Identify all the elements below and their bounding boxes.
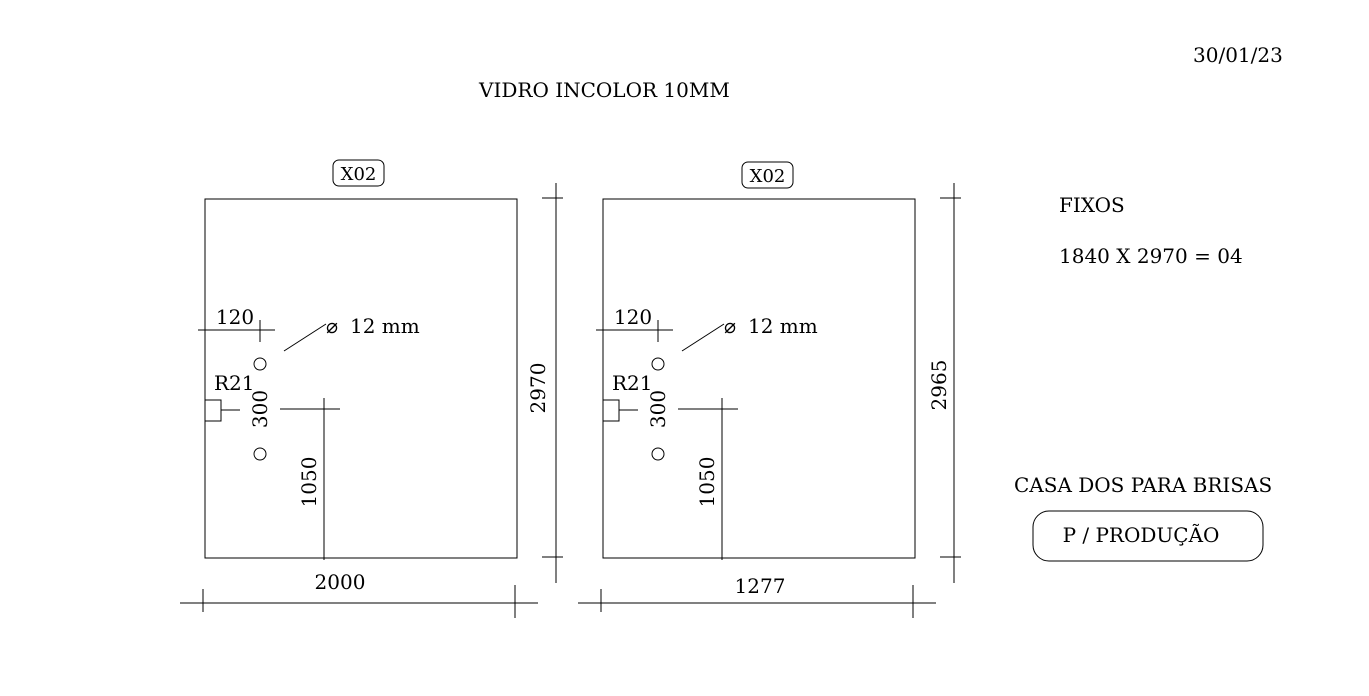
production-stamp-label: P / PRODUÇÃO [1063, 523, 1220, 547]
panel-tag-box [332, 159, 385, 187]
panel-outline [204, 198, 518, 559]
hole-leader-line [681, 323, 725, 352]
notch-box [602, 399, 620, 422]
date-label: 30/01/23 [1193, 43, 1283, 67]
width-label: 2000 [315, 570, 366, 594]
panel-tag: X02 [341, 164, 377, 185]
glass-type-label: FIXOS [1059, 193, 1125, 217]
panel-tag: X02 [750, 166, 786, 187]
hole-diameter-label: 12 mm [350, 314, 420, 338]
hole-spacing-label: 300 [646, 390, 670, 428]
notch-box [204, 399, 222, 422]
company-name: CASA DOS PARA BRISAS [1014, 473, 1272, 497]
height-label: 2970 [526, 363, 550, 414]
hole-diameter-symbol: ⌀ [326, 314, 338, 338]
edge-offset-label: 120 [216, 305, 254, 329]
hole-bottom [651, 447, 665, 461]
edge-offset-label: 120 [614, 305, 652, 329]
panel-tag-box [741, 161, 794, 189]
width-label: 1277 [735, 574, 786, 598]
hole-diameter-label: 12 mm [748, 314, 818, 338]
production-stamp-box [1032, 510, 1264, 562]
hole-bottom [253, 447, 267, 461]
hole-leader-line [283, 323, 327, 352]
glass-panel-1: X02 2000 2970 120 ⌀ 12 mm R21 300 1050 [180, 159, 563, 618]
notch-label: R21 [214, 371, 255, 395]
hole-spacing-label: 300 [248, 390, 272, 428]
hole-top [651, 357, 665, 371]
glass-panel-2: X02 1277 2965 120 ⌀ 12 mm R21 300 1050 [578, 161, 961, 618]
glass-spec-label: 1840 X 2970 = 04 [1059, 244, 1243, 268]
hole-height-label: 1050 [695, 457, 719, 508]
hole-top [253, 357, 267, 371]
height-label: 2965 [927, 360, 951, 411]
notch-label: R21 [612, 371, 653, 395]
drawing-title: VIDRO INCOLOR 10MM [478, 78, 730, 102]
panel-outline [602, 198, 916, 559]
hole-height-label: 1050 [297, 457, 321, 508]
hole-diameter-symbol: ⌀ [724, 314, 736, 338]
